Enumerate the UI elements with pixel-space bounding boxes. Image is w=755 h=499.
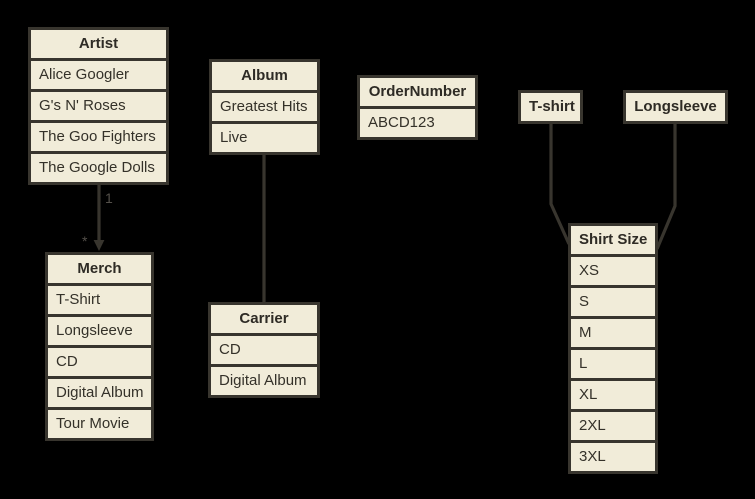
cardinality-one-label: 1 xyxy=(105,190,113,206)
entity-row: CD xyxy=(48,348,151,376)
entity-title: Merch xyxy=(48,255,151,283)
entity-row: Tour Movie xyxy=(48,410,151,438)
entity-row: Live xyxy=(212,124,317,152)
tshirt-shirtsize-connector xyxy=(549,123,571,245)
entity-row: Digital Album xyxy=(211,367,317,395)
entity-row: Alice Googler xyxy=(31,61,166,89)
entity-row: G's N' Roses xyxy=(31,92,166,120)
artist-merch-connector: 1 * xyxy=(82,184,113,251)
entity-row: Greatest Hits xyxy=(212,93,317,121)
entity-row: CD xyxy=(211,336,317,364)
entity-row: L xyxy=(571,350,655,378)
arrowhead-icon xyxy=(93,240,105,251)
entity-row: 2XL xyxy=(571,412,655,440)
entity-row: M xyxy=(571,319,655,347)
entity-row: ABCD123 xyxy=(360,109,475,137)
entity-row: T-Shirt xyxy=(48,286,151,314)
entity-title: Carrier xyxy=(211,305,317,333)
entity-title: Shirt Size xyxy=(571,226,655,254)
entity-title: Longsleeve xyxy=(626,93,725,121)
entity-row: XL xyxy=(571,381,655,409)
cardinality-many-label: * xyxy=(82,233,88,249)
entity-row: XS xyxy=(571,257,655,285)
entity-row: 3XL xyxy=(571,443,655,471)
entity-title: Album xyxy=(212,62,317,90)
entity-row: S xyxy=(571,288,655,316)
entity-row: The Google Dolls xyxy=(31,154,166,182)
entity-row: Digital Album xyxy=(48,379,151,407)
entity-title: OrderNumber xyxy=(360,78,475,106)
entity-row: The Goo Fighters xyxy=(31,123,166,151)
entity-tshirt: T-shirt xyxy=(518,90,583,124)
entity-row: Longsleeve xyxy=(48,317,151,345)
entity-title: Artist xyxy=(31,30,166,58)
longsleeve-shirtsize-connector xyxy=(655,123,677,250)
entity-longsleeve: Longsleeve xyxy=(623,90,728,124)
entity-title: T-shirt xyxy=(521,93,580,121)
